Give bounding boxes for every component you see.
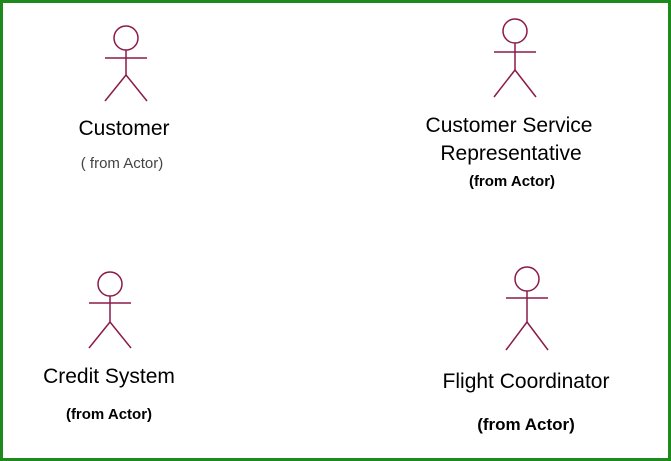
actor-customer-service-representative-name-line2[interactable]: Representative xyxy=(440,142,582,165)
actor-credit-system-icon[interactable] xyxy=(80,270,140,352)
actor-flight-coordinator-name[interactable]: Flight Coordinator xyxy=(442,370,610,393)
actor-credit-system-origin: (from Actor) xyxy=(65,406,153,423)
actor-flight-coordinator-icon[interactable] xyxy=(497,264,557,354)
actor-customer-service-representative-icon[interactable] xyxy=(485,16,545,100)
actor-customer-origin: ( from Actor) xyxy=(80,155,164,172)
actor-customer-service-representative-name-line1[interactable]: Customer Service xyxy=(425,114,593,137)
actor-flight-coordinator-origin: (from Actor) xyxy=(477,415,575,434)
actor-credit-system-name[interactable]: Credit System xyxy=(43,365,175,388)
actor-customer-service-representative-origin: (from Actor) xyxy=(468,173,556,190)
actor-customer-name[interactable]: Customer xyxy=(78,117,170,140)
actor-customer-icon[interactable] xyxy=(96,23,156,105)
